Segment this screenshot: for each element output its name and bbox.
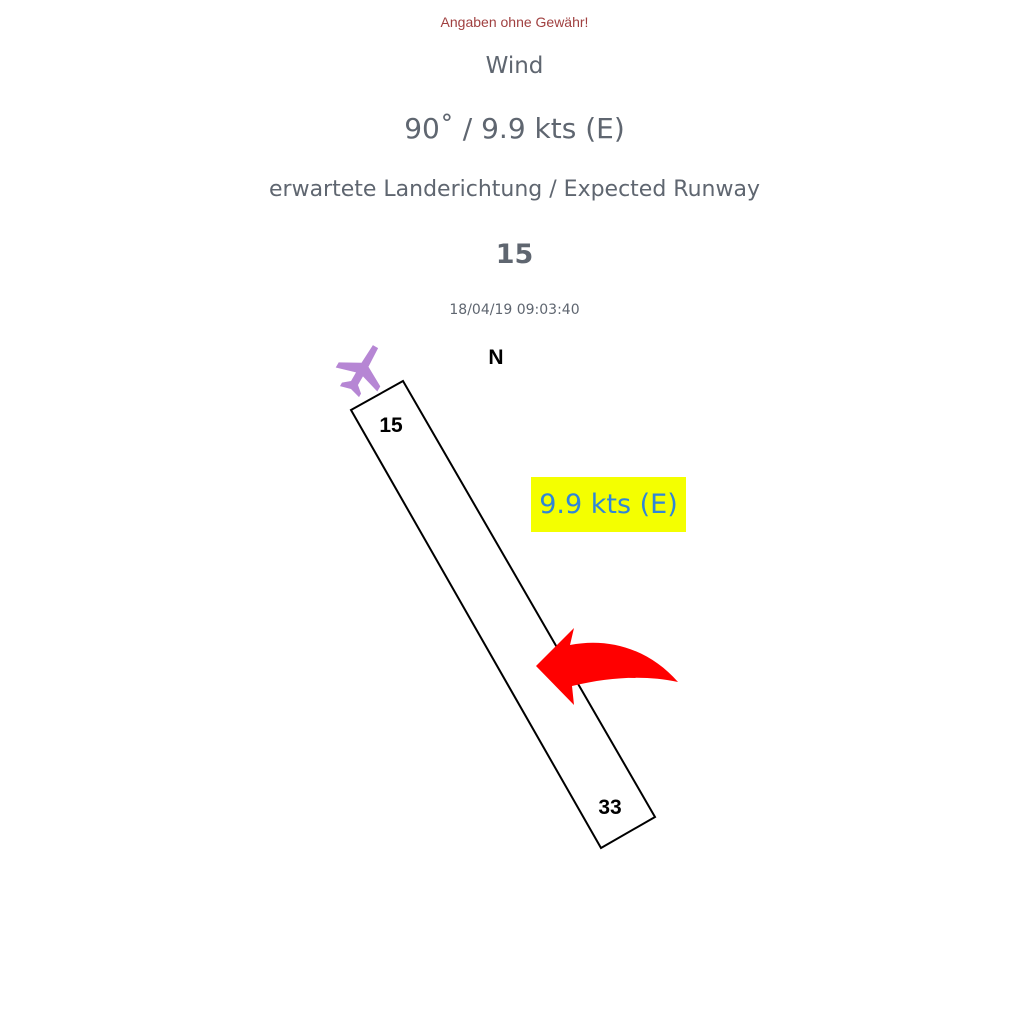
runway-strip [349,379,657,850]
timestamp: 18/04/19 09:03:40 [449,302,580,318]
disclaimer-text: Angaben ohne Gewähr! [440,14,589,30]
north-label: N [488,346,503,369]
runway-end-33-label: 33 [598,796,621,819]
expected-runway-value: 15 [495,239,534,270]
wind-speed-badge: 9.9 kts (E) [531,477,686,532]
expected-runway-heading: erwartete Landerichtung / Expected Runwa… [269,177,760,202]
curved-arrow-icon [536,628,678,705]
wind-heading: Wind [485,53,544,79]
runway-end-15-label: 15 [379,414,403,437]
airplane-icon [335,345,381,398]
wind-value: 90˚ / 9.9 kts (E) [404,112,625,145]
